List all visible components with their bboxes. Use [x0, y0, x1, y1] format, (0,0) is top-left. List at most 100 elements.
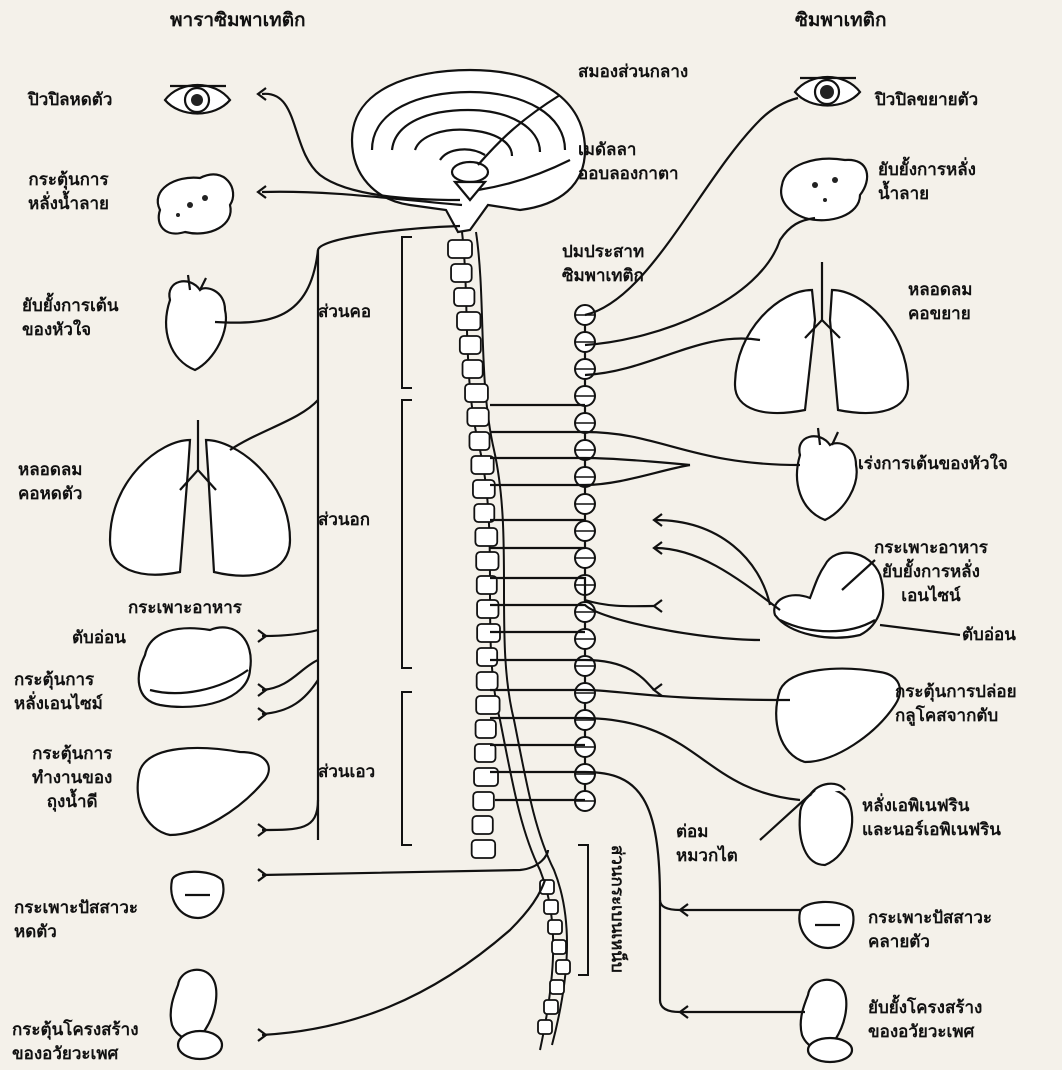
symp-genital-line-2: ของอวัยวะเพศ	[868, 1020, 982, 1044]
para-enzyme-label: กระตุ้นการ หลั่งเอนไซม์	[14, 668, 103, 716]
vertebra	[467, 408, 488, 426]
para-bladder-label: กระเพาะปัสสาวะ หดตัว	[14, 896, 138, 944]
medulla-label: เมดัลลา ออบลองกาตา	[578, 138, 679, 186]
symp-lungs-label: หลอดลม คอขยาย	[908, 278, 973, 326]
para-enzyme-line-1: กระตุ้นการ	[14, 668, 103, 692]
vertebra	[475, 744, 496, 762]
symp-bladder-line-2: คลายตัว	[868, 930, 992, 954]
right-genital-icon	[801, 980, 852, 1062]
region-lumbar-label: ส่วนเอว	[318, 760, 375, 784]
para-salivary-line-1: กระตุ้นการ	[28, 168, 109, 192]
sympathetic-ganglion-label: ปมประสาท ซิมพาเทติก	[562, 240, 644, 288]
vertebra	[476, 552, 498, 570]
left-stomach-icon	[139, 627, 251, 707]
symp-eye-line-1: ปิวปิลขยายตัว	[875, 88, 978, 112]
symp-bladder-line-1: กระเพาะปัสสาวะ	[868, 906, 992, 930]
para-heart-label: ยับยั้งการเต้น ของหัวใจ	[22, 294, 118, 342]
symp-liver-line-1: กระตุ้นการปล่อย	[895, 680, 1017, 704]
left-lungs-icon	[110, 420, 290, 576]
para-enzyme-line-2: หลั่งเอนไซม์	[14, 692, 103, 716]
para-bladder-line-1: กระเพาะปัสสาวะ	[14, 896, 138, 920]
symp-lungs-line-2: คอขยาย	[908, 302, 973, 326]
symp-liver-label: กระตุ้นการปล่อย กลูโคสจากตับ	[895, 680, 1017, 728]
sacral-vertebra	[538, 1020, 552, 1034]
symp-adrenal-gland-label: ต่อม หมวกไต	[676, 820, 738, 868]
vertebra	[475, 528, 497, 546]
para-heart-line-1: ยับยั้งการเต้น	[22, 294, 118, 318]
medulla-label-line-1: เมดัลลา	[578, 138, 679, 162]
vertebra	[477, 600, 498, 618]
region-cervical-label: ส่วนคอ	[318, 300, 371, 324]
symp-stomach-line-1: กระเพาะอาหาร	[874, 536, 988, 560]
vertebra	[448, 240, 472, 258]
symp-pancreas-label: ตับอ่อน	[962, 623, 1016, 647]
vertebra	[473, 792, 494, 810]
symp-lungs-line-1: หลอดลม	[908, 278, 973, 302]
symp-genital-line-1: ยับยั้งโครงสร้าง	[868, 996, 982, 1020]
vertebra	[463, 360, 483, 378]
vertebra	[476, 696, 499, 714]
para-genital-label: กระตุ้นโครงสร้าง ของอวัยวะเพศ	[12, 1018, 139, 1066]
vertebra	[477, 672, 498, 690]
symp-eye-label: ปิวปิลขยายตัว	[875, 88, 978, 112]
parasympathetic-heading: พาราซิมพาเทติก	[170, 8, 306, 32]
symp-salivary-label: ยับยั้งการหลั่ง น้ำลาย	[878, 158, 976, 206]
left-salivary-gland-icon	[158, 174, 233, 233]
medulla-label-line-2: ออบลองกาตา	[578, 162, 679, 186]
right-lungs-icon	[735, 262, 908, 413]
sacral-vertebra	[552, 940, 566, 954]
para-lungs-label: หลอดลม คอหดตัว	[18, 458, 83, 506]
vertebra	[474, 768, 498, 786]
vertebra	[451, 264, 472, 282]
left-bladder-icon	[171, 872, 223, 918]
left-genital-icon	[171, 970, 222, 1059]
ganglion-label-line-1: ปมประสาท	[562, 240, 644, 264]
para-eye-line-1: ปิวปิลหดตัว	[28, 88, 112, 112]
symp-genital-label: ยับยั้งโครงสร้าง ของอวัยวะเพศ	[868, 996, 982, 1044]
para-lungs-line-1: หลอดลม	[18, 458, 83, 482]
symp-heart-label: เร่งการเต้นของหัวใจ	[858, 452, 1008, 476]
region-thoracic-label: ส่วนอก	[318, 508, 370, 532]
symp-adrenal-gland-line-1: ต่อม	[676, 820, 738, 844]
symp-salivary-line-2: น้ำลาย	[878, 182, 976, 206]
para-gallbladder-line-2: ทำงานของ	[32, 766, 112, 790]
vertebra	[465, 384, 488, 402]
symp-adrenal-effect-line-2: และนอร์เอพิเนฟริน	[862, 818, 1001, 842]
spinal-column	[448, 232, 570, 1050]
right-bladder-icon	[799, 902, 853, 948]
para-salivary-line-2: หลั่งน้ำลาย	[28, 192, 109, 216]
para-lungs-line-2: คอหดตัว	[18, 482, 83, 506]
symp-pancreas-line-1: ตับอ่อน	[962, 623, 1016, 647]
para-bladder-line-2: หดตัว	[14, 920, 138, 944]
vertebra	[457, 312, 480, 330]
sacral-vertebra	[550, 980, 564, 994]
sacral-vertebra	[548, 920, 562, 934]
brain-illustration	[352, 70, 585, 232]
right-eye-icon	[795, 77, 860, 106]
sympathetic-ganglia-chain	[575, 305, 595, 811]
vertebra	[476, 720, 496, 738]
vertebra	[454, 288, 474, 306]
right-liver-icon	[776, 669, 900, 762]
para-pancreas-label: ตับอ่อน	[72, 626, 126, 650]
left-eye-icon	[165, 85, 230, 114]
symp-stomach-line-2: ยับยั้งการหลั่ง	[874, 560, 988, 584]
para-pancreas-line-1: ตับอ่อน	[72, 626, 126, 650]
para-genital-line-1: กระตุ้นโครงสร้าง	[12, 1018, 139, 1042]
para-heart-line-2: ของหัวใจ	[22, 318, 118, 342]
vertebra	[472, 816, 492, 834]
para-gallbladder-label: กระตุ้นการ ทำงานของ ถุงน้ำดี	[32, 742, 112, 814]
symp-stomach-line-3: เอนไซน์	[874, 584, 988, 608]
para-salivary-label: กระตุ้นการ หลั่งน้ำลาย	[28, 168, 109, 216]
symp-stomach-label: กระเพาะอาหาร ยับยั้งการหลั่ง เอนไซน์	[874, 536, 988, 608]
sacral-vertebra	[544, 900, 558, 914]
para-stomach-label: กระเพาะอาหาร	[128, 596, 242, 620]
symp-salivary-line-1: ยับยั้งการหลั่ง	[878, 158, 976, 182]
para-genital-line-2: ของอวัยวะเพศ	[12, 1042, 139, 1066]
sacral-vertebra	[556, 960, 570, 974]
sympathetic-heading: ซิมพาเทติก	[795, 8, 886, 32]
sacral-vertebra	[544, 1000, 558, 1014]
ganglion-label-line-2: ซิมพาเทติก	[562, 264, 644, 288]
para-gallbladder-line-3: ถุงน้ำดี	[32, 790, 112, 814]
